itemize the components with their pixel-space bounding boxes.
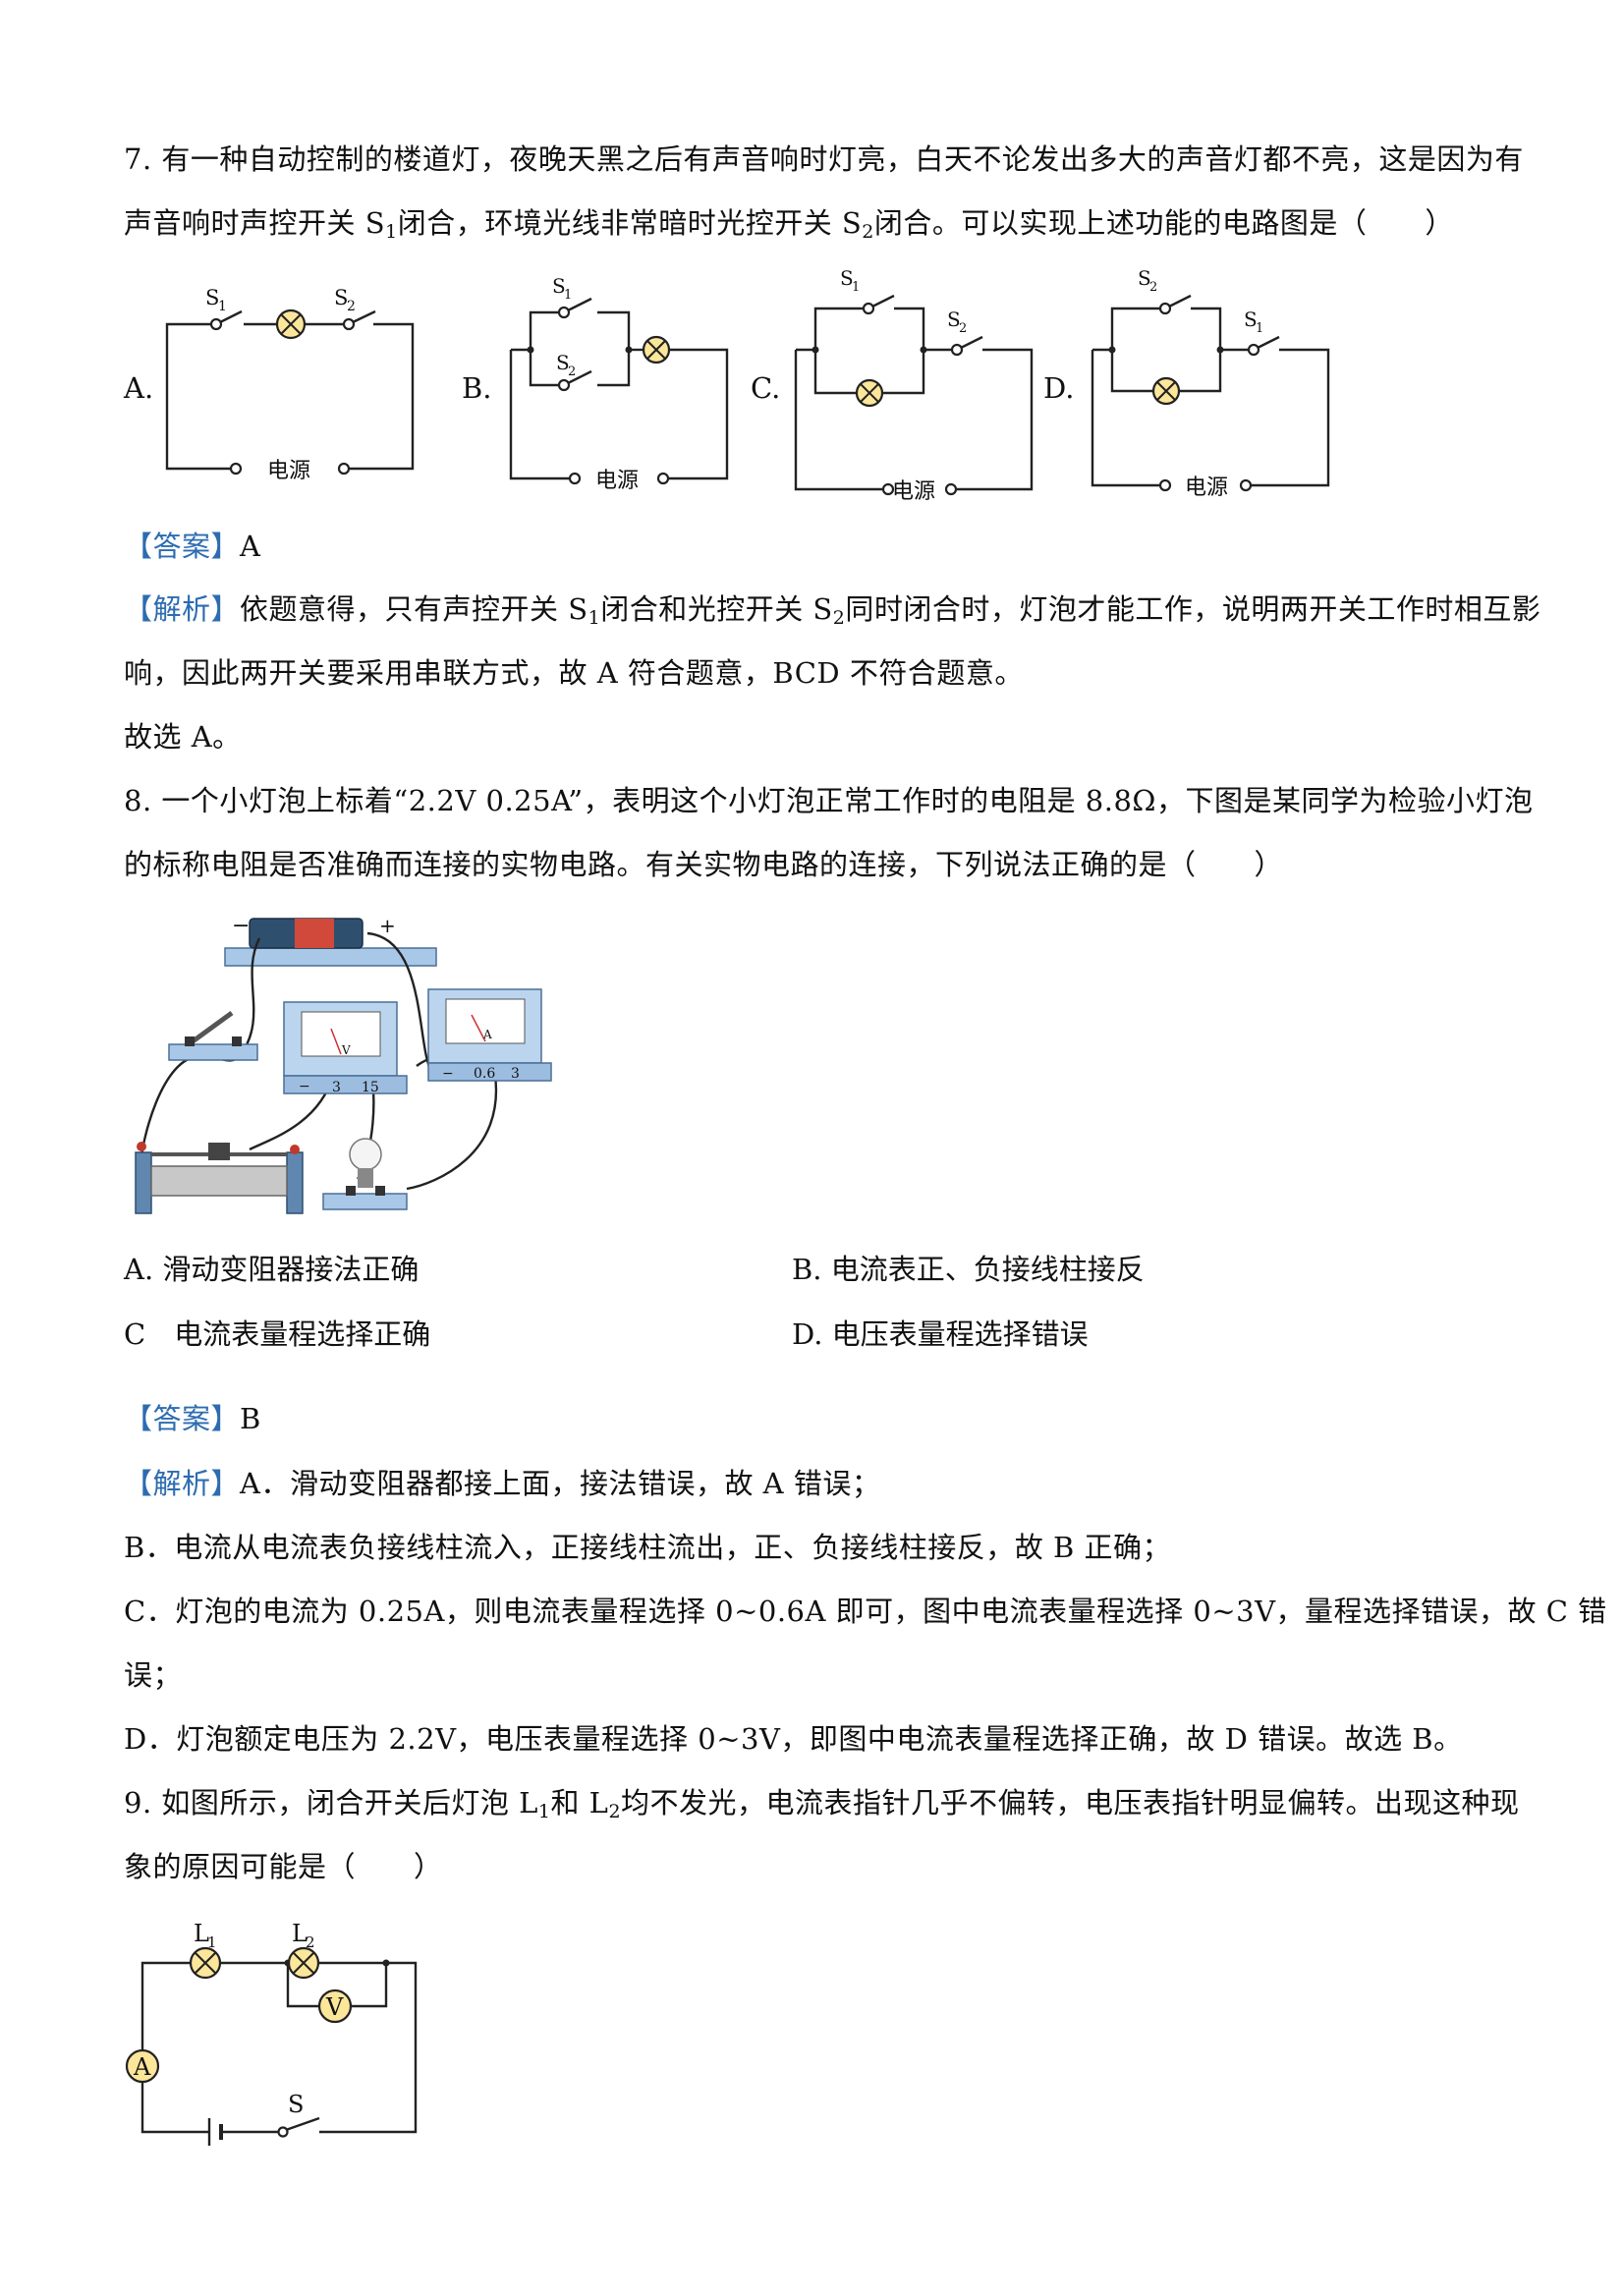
lamp-icon [855,378,884,408]
q8-analysis-c1: C．灯泡的电流为 0.25A，则电流表量程选择 0~0.6A 即可，图中电流表量… [124,1595,1607,1628]
svg-text:1: 1 [207,1933,217,1951]
q7-option-c-label: C. [751,371,781,405]
q9-circuit: V A L1 L2 S [125,1920,418,2146]
lamp-icon [1151,376,1181,406]
svg-text:L: L [194,1920,209,1947]
lamp-l2-icon [287,1946,320,1980]
q7-analysis-line2: 响，因此两开关要采用串联方式，故 A 符合题意，BCD 不符合题意。 [124,656,1024,690]
q7-analysis-line1: 【解析】依题意得，只有声控开关 S1闭合和光控开关 S2同时闭合时，灯泡才能工作… [124,592,1541,629]
svg-text:2: 2 [306,1933,315,1951]
svg-text:1: 1 [852,280,860,295]
voltmeter-icon: V [317,1988,353,2024]
svg-text:A: A [482,1028,492,1041]
q7-circuit-a: S1 S2 电源 [165,286,415,483]
q8-stem-line1: 8. 一个小灯泡上标着“2.2V 0.25A”，表明这个小灯泡正常工作时的电阻是… [124,784,1534,817]
q7-circuit-b: S1 S2 电源 [509,274,729,493]
svg-text:2: 2 [347,299,356,314]
lamp-icon [642,335,671,364]
battery-icon: − + [224,914,437,967]
svg-text:电源: 电源 [892,479,935,504]
lamp-icon [275,308,307,340]
q7-stem-line2: 声音响时声控开关 S1闭合，环境光线非常暗时光控开关 S2闭合。可以实现上述功能… [124,206,1454,243]
svg-text:S: S [840,266,854,290]
svg-text:1: 1 [564,288,572,303]
q7-option-d-label: D. [1043,371,1075,405]
svg-text:S: S [334,286,348,309]
ammeter-icon: A [125,2048,160,2084]
bulb-icon [322,1138,408,1210]
q8-option-c: C 电流表量程选择正确 [124,1317,431,1351]
q8-analysis-d: D．灯泡额定电压为 2.2V，电压表量程选择 0~3V，即图中电流表量程选择正确… [124,1722,1463,1756]
q9-stem-line2: 象的原因可能是（ ） [124,1850,443,1883]
knife-switch-icon [168,1010,258,1061]
switch-icon [277,2116,320,2138]
battery-cell-icon [207,2118,223,2146]
q9-stem-line1: 9. 如图所示，闭合开关后灯泡 L1和 L2均不发光，电流表指针几乎不偏转，电压… [124,1786,1520,1822]
svg-text:V: V [341,1043,351,1057]
q8-analysis-b: B．电流从电流表负接线柱流入，正接线柱流出，正、负接线柱接反，故 B 正确； [124,1531,1172,1564]
q8-option-a: A. 滑动变阻器接法正确 [124,1253,420,1286]
svg-text:15: 15 [362,1080,379,1095]
q7-conclusion: 故选 A。 [124,720,242,754]
svg-text:S: S [947,308,961,331]
svg-text:S: S [205,286,219,309]
svg-text:S: S [552,274,566,298]
svg-text:S: S [1244,308,1258,331]
svg-text:V: V [325,1993,344,2021]
q7-circuit-c: S1 S2 电源 [794,266,1034,504]
svg-text:A: A [133,2053,151,2081]
svg-text:3: 3 [511,1066,520,1082]
q8-stem-line2: 的标称电阻是否准确而连接的实物电路。有关实物电路的连接，下列说法正确的是（ ） [124,848,1284,881]
q8-analysis-a: 【解析】A．滑动变阻器都接上面，接法错误，故 A 错误； [124,1467,881,1500]
svg-text:1: 1 [1256,321,1263,336]
svg-text:−: − [442,1066,454,1082]
svg-text:0.6: 0.6 [474,1066,495,1082]
q8-option-d: D. 电压表量程选择错误 [792,1317,1089,1351]
svg-text:S: S [288,2091,304,2118]
q7-stem-line1: 7. 有一种自动控制的楼道灯，夜晚天黑之后有声音响时灯亮，白天不论发出多大的声音… [124,142,1524,176]
rheostat-icon [135,1142,304,1214]
svg-text:1: 1 [218,299,227,314]
q7-option-a-label: A. [124,371,154,405]
svg-text:S: S [556,351,570,374]
q7-circuit-d: S2 S1 电源 [1091,266,1330,500]
svg-text:电源: 电源 [267,459,310,483]
svg-text:S: S [1138,266,1151,290]
svg-text:−: − [299,1079,310,1094]
voltmeter-icon: V − 3 15 [283,1001,408,1095]
svg-text:电源: 电源 [1185,476,1228,500]
svg-text:2: 2 [568,364,576,379]
q7-answer: 【答案】A [124,530,261,563]
svg-text:2: 2 [959,321,967,336]
svg-text:L: L [292,1920,308,1947]
q8-option-b: B. 电流表正、负接线柱接反 [792,1253,1145,1286]
q8-circuit-photo: − + V − 3 15 [135,914,552,1214]
q7-option-b-label: B. [462,371,492,405]
svg-text:−: − [232,914,250,938]
q8-answer: 【答案】B [124,1402,261,1435]
lamp-l1-icon [189,1946,222,1980]
svg-text:电源: 电源 [595,469,639,493]
svg-text:2: 2 [1149,280,1157,295]
svg-text:+: + [379,914,396,937]
q8-analysis-c2: 误； [124,1658,183,1692]
svg-text:3: 3 [332,1080,341,1095]
ammeter-icon: A − 0.6 3 [427,988,552,1082]
